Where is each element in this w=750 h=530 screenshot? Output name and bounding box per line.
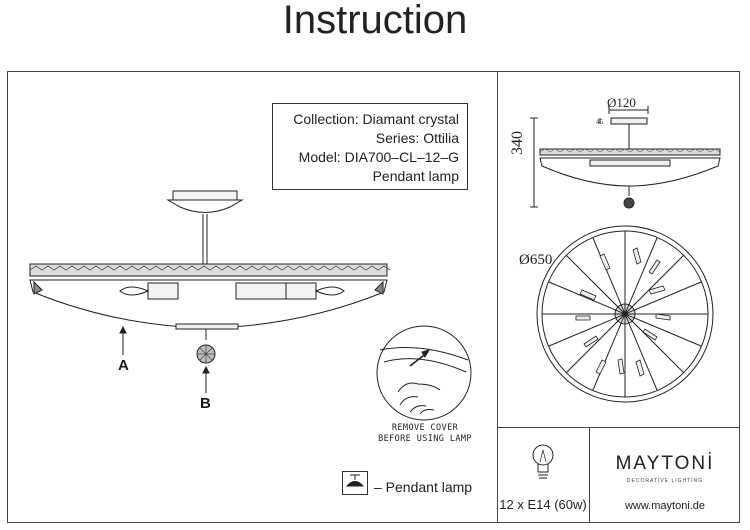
remove-cover-line-1: REMOVE COVER: [391, 423, 459, 433]
info-box: Collection: Diamant crystal Series: Otti…: [272, 103, 468, 190]
crystal-finial: [196, 329, 216, 364]
remove-cover-line-2: BEFORE USING LAMP: [378, 434, 472, 444]
dimension-diameter: Ø650: [519, 252, 553, 268]
brand-tagline: DECORATIVE LIGHTING: [626, 478, 704, 484]
legend-icon-box: [342, 471, 368, 495]
label-b: B: [200, 395, 211, 412]
dimension-small-height: 45: [596, 118, 603, 126]
page-title: Instruction: [282, 0, 468, 42]
model-text: Model: DIA700–CL–12–G: [298, 149, 459, 165]
side-view-drawing: [530, 106, 721, 209]
bottom-view-drawing: [536, 225, 714, 403]
light-bulb-icon: [532, 444, 554, 479]
frame-divider-horizontal: [497, 427, 740, 428]
collection-text: Collection: Diamant crystal: [293, 111, 459, 127]
type-text: Pendant lamp: [372, 168, 459, 184]
pendant-lamp-icon: [345, 474, 365, 487]
frame-divider-vertical: [497, 71, 498, 523]
glass-bowl: [29, 279, 388, 330]
remove-cover-note: REMOVE COVER BEFORE USING LAMP: [362, 423, 488, 445]
remove-cover-illustration: [376, 325, 472, 421]
legend-text: – Pendant lamp: [374, 479, 473, 495]
brand-website: www.maytoni.de: [624, 500, 706, 512]
frame-divider-bottom: [589, 427, 590, 523]
dimension-height: 340: [509, 131, 526, 155]
dimension-top-diameter: Ø120: [607, 95, 636, 110]
label-a: A: [118, 357, 129, 374]
drawing-frame: [7, 71, 740, 523]
crystal-band: [29, 263, 391, 281]
ceiling-canopy: [166, 190, 244, 213]
series-text: Series: Ottilia: [375, 130, 459, 146]
brand-logo: MAYTONİ: [615, 453, 715, 474]
bulb-spec: 12 x E14 (60w): [499, 497, 587, 512]
